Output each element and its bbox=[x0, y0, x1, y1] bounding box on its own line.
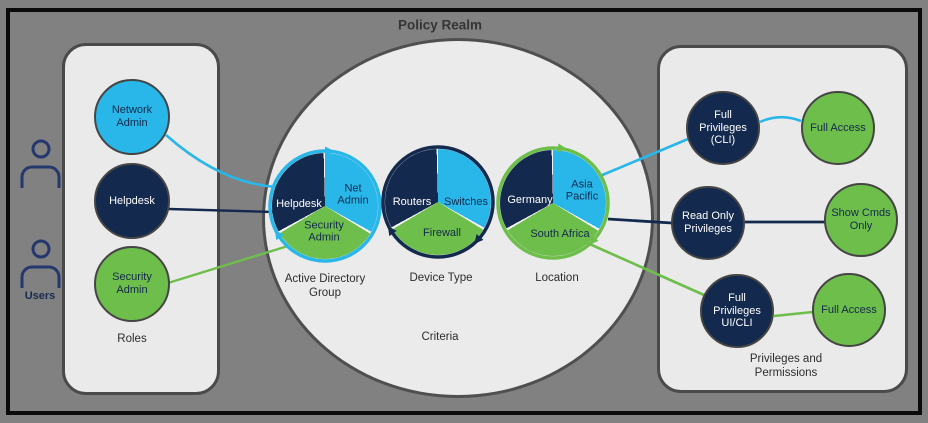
slice-south-africa: South Africa bbox=[530, 227, 590, 240]
role-helpdesk: Helpdesk bbox=[94, 163, 170, 239]
privileges-caption: Privileges and Permissions bbox=[749, 353, 823, 379]
slice-net-admin: Net Admin bbox=[337, 182, 369, 207]
role-network-admin: Network Admin bbox=[94, 79, 170, 155]
slice-routers: Routers bbox=[392, 195, 432, 208]
priv-full-access-bottom: Full Access bbox=[812, 273, 886, 347]
diagram-title: Policy Realm bbox=[397, 17, 483, 33]
person-icon bbox=[20, 239, 61, 288]
slice-switches: Switches bbox=[443, 195, 489, 208]
criteria-caption: Criteria bbox=[421, 331, 459, 344]
priv-full-privileges-cli: Full Privileges (CLI) bbox=[686, 91, 760, 165]
ad-group-caption: Active Directory Group bbox=[284, 273, 366, 299]
slice-helpdesk: Helpdesk bbox=[276, 197, 322, 210]
person-icon bbox=[20, 139, 61, 188]
device-type-caption: Device Type bbox=[409, 272, 473, 285]
slice-germany: Germany bbox=[507, 193, 553, 206]
priv-full-access-top: Full Access bbox=[801, 91, 875, 165]
location-caption: Location bbox=[535, 272, 579, 285]
slice-security-admin: Security Admin bbox=[304, 219, 344, 244]
priv-read-only: Read Only Privileges bbox=[671, 186, 745, 260]
users-label: Users bbox=[24, 290, 56, 302]
outer-frame bbox=[6, 8, 922, 415]
roles-caption: Roles bbox=[117, 333, 147, 346]
priv-show-cmds-only: Show Cmds Only bbox=[824, 183, 898, 257]
slice-asia-pacific: Asia Pacific bbox=[565, 178, 599, 203]
role-security-admin: Security Admin bbox=[94, 246, 170, 322]
priv-full-privileges-ui-cli: Full Privileges UI/CLI bbox=[700, 274, 774, 348]
slice-firewall: Firewall bbox=[423, 226, 461, 239]
